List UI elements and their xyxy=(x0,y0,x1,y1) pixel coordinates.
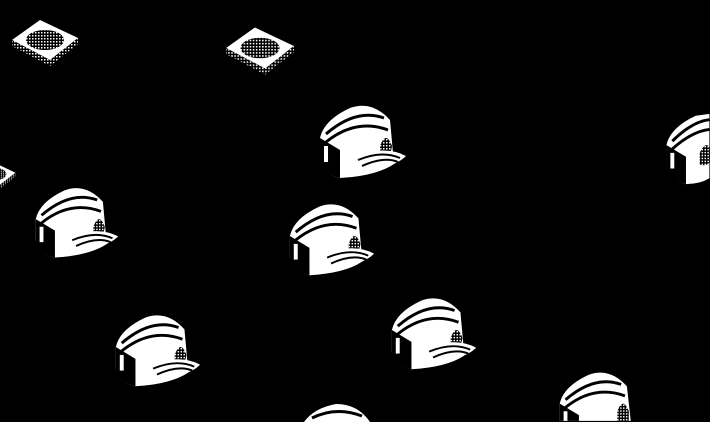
toaster-with-wings-icon xyxy=(386,292,482,374)
toaster-with-wings-icon xyxy=(30,182,124,262)
toaster-with-wings-icon xyxy=(300,402,374,422)
toaster-with-wings-icon xyxy=(314,100,412,182)
toast-slice-icon xyxy=(222,20,298,76)
toaster-with-wings-icon xyxy=(660,108,710,188)
toaster-with-wings-icon xyxy=(284,198,380,280)
toast-slice-icon xyxy=(8,14,82,66)
toast-slice-icon xyxy=(0,152,18,196)
toaster-with-wings-icon xyxy=(554,366,648,422)
toaster-with-wings-icon xyxy=(110,308,206,392)
